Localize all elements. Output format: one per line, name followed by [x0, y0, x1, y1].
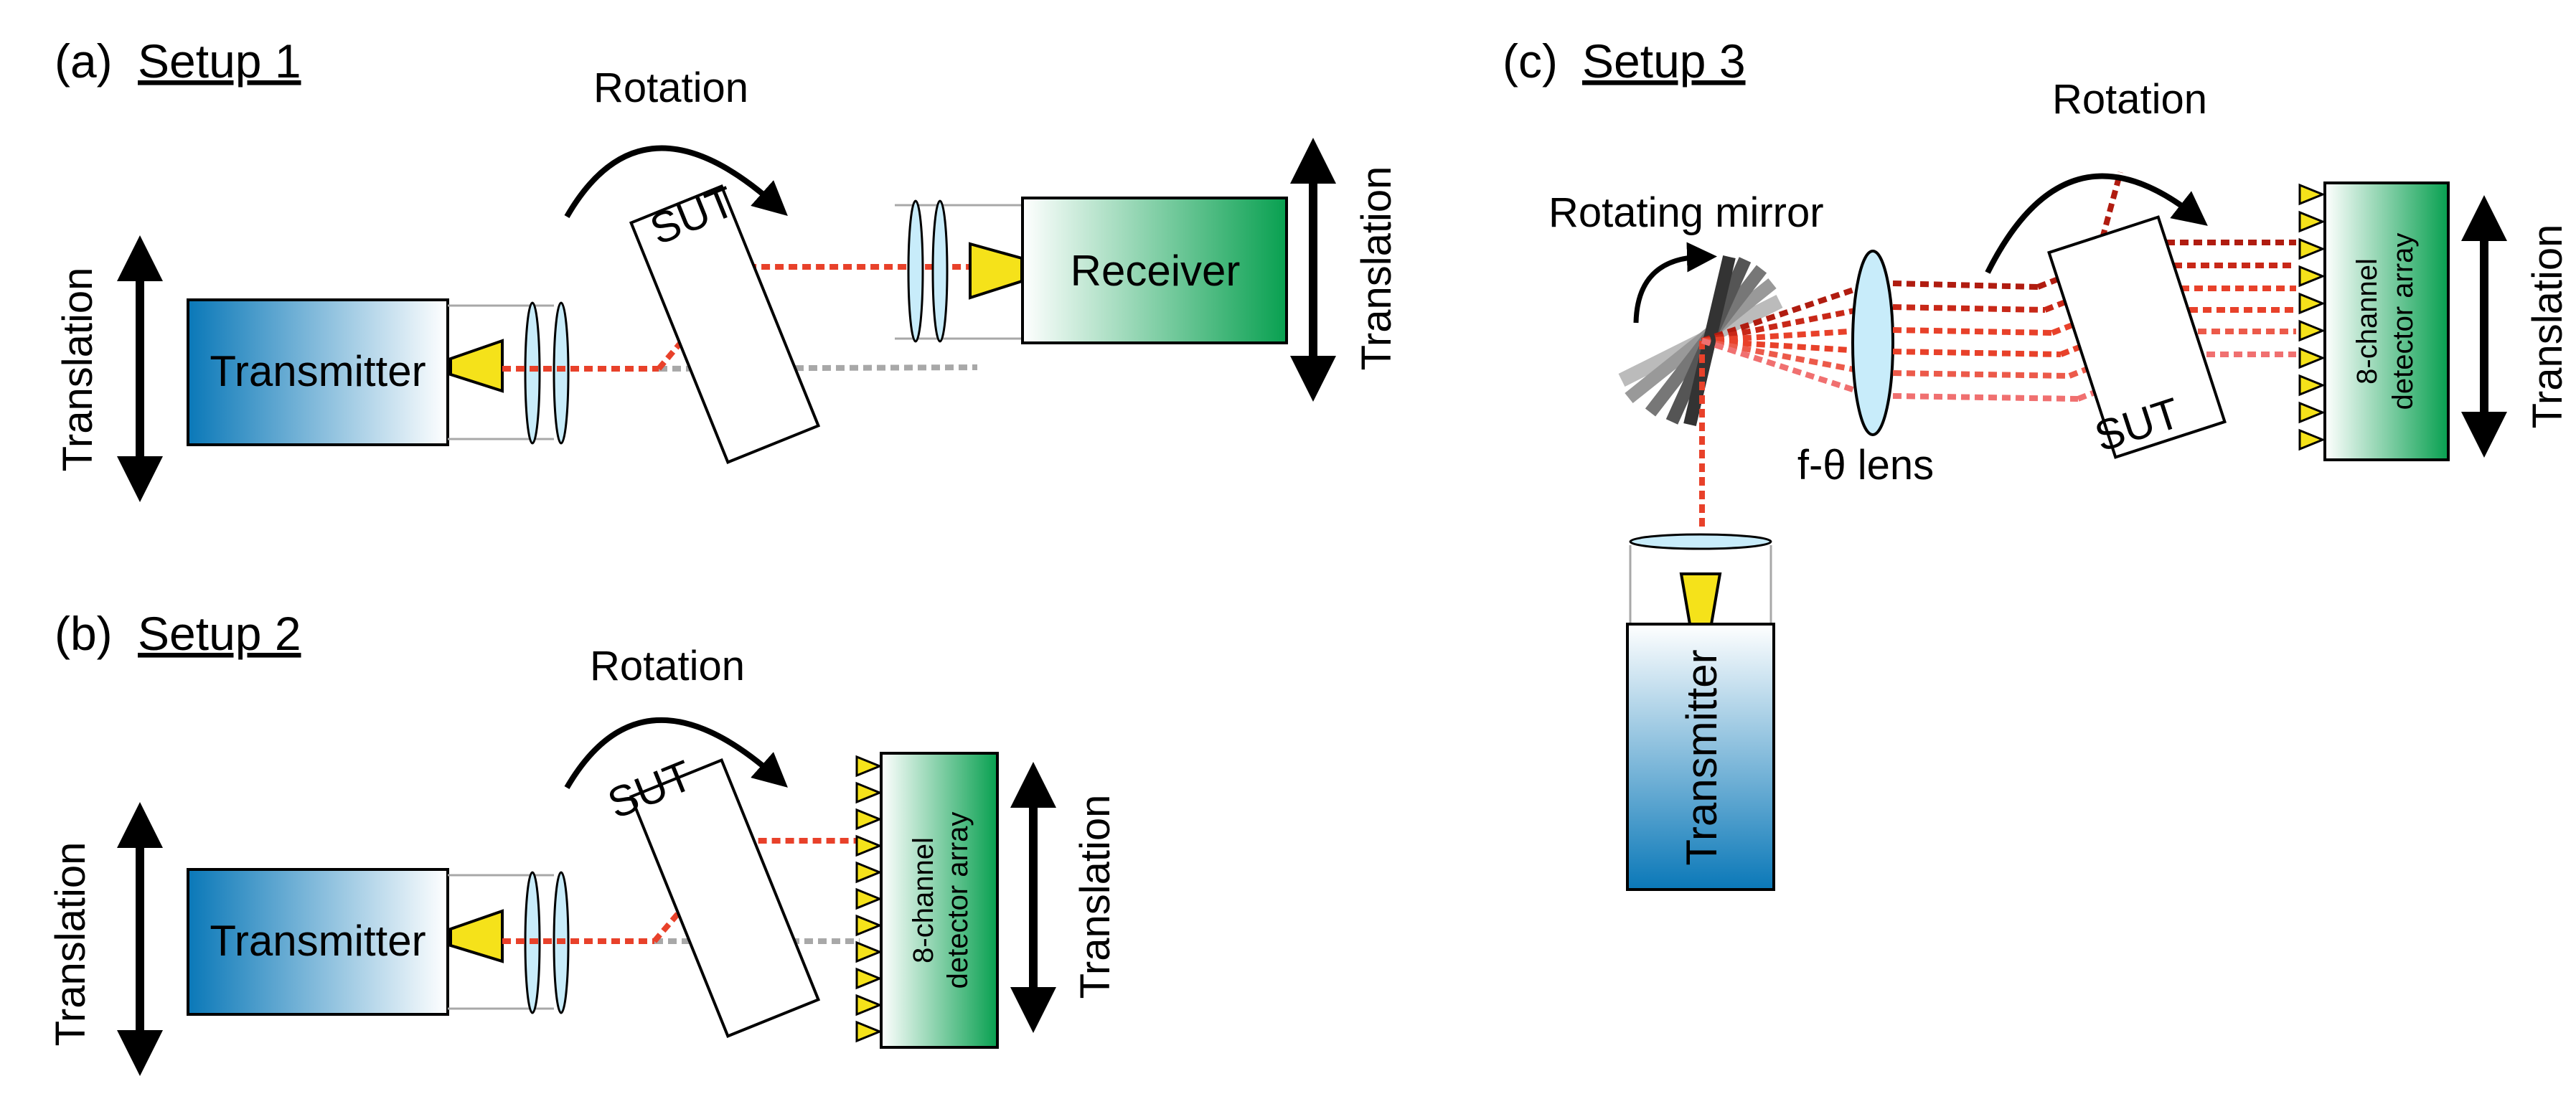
- detector-label-c-line2: detector array: [2387, 233, 2419, 410]
- sut-box-b: [629, 758, 821, 1038]
- lens-icon: [1629, 533, 1772, 550]
- double-arrow-icon: [117, 235, 163, 502]
- translation-label-b-right: Translation: [1072, 795, 1119, 999]
- lens-icon: [907, 199, 924, 343]
- double-arrow-icon: [2461, 195, 2507, 458]
- sut-box-c: [2047, 215, 2227, 459]
- detector-array-box-b: [880, 752, 999, 1049]
- sut-box-a: [629, 184, 821, 464]
- detector-array-box-c: [2323, 181, 2450, 461]
- transmitter-box-c: [1626, 623, 1775, 891]
- lens-icon: [553, 301, 570, 445]
- panel-a-letter: (a): [55, 34, 113, 88]
- translation-label-a-left: Translation: [55, 268, 101, 472]
- rotation-label-c: Rotation: [2052, 76, 2207, 123]
- transmitter-box-b: [187, 868, 449, 1016]
- detector-label-b-line2: detector array: [942, 812, 974, 989]
- panel-a-title: Setup 1: [138, 34, 301, 88]
- translation-label-b-left: Translation: [47, 842, 94, 1047]
- panel-b-letter: (b): [55, 607, 113, 660]
- panel-c-title: Setup 3: [1582, 34, 1746, 88]
- lens-icon: [524, 301, 541, 445]
- horn-antenna-icon: [1679, 572, 1722, 626]
- curved-rotation-arrow-icon: [1985, 173, 2208, 274]
- panel-c: (c) Setup 3 Rotating mirror f-θ lens: [1503, 34, 2571, 891]
- transmitter-label-a: Transmitter: [210, 347, 426, 395]
- f-theta-lens-label: f-θ lens: [1797, 442, 1934, 489]
- translation-label-c: Translation: [2524, 225, 2571, 429]
- rotating-mirror-label: Rotating mirror: [1548, 189, 1824, 236]
- detector-teeth-c: [2298, 183, 2326, 451]
- lens-icon: [1851, 250, 1894, 436]
- detector-teeth-b: [855, 755, 883, 1043]
- receiver-box: [1021, 197, 1288, 344]
- panel-c-letter: (c): [1503, 34, 1558, 88]
- panel-a: (a) Setup 1 Translation Transmitter SUT …: [55, 34, 1400, 502]
- rotation-label-b: Rotation: [590, 643, 745, 689]
- curved-rotation-arrow-icon: [564, 717, 788, 790]
- double-arrow-icon: [1010, 762, 1056, 1033]
- horn-antenna-icon: [449, 909, 504, 963]
- transmitter-label-c: Transmitter: [1678, 649, 1726, 865]
- detector-label-b-line1: 8-channel: [908, 837, 939, 963]
- detector-label-c-line1: 8-channel: [2351, 258, 2383, 385]
- double-arrow-icon: [117, 802, 163, 1076]
- panel-b-title: Setup 2: [138, 607, 301, 660]
- horn-antenna-icon: [449, 339, 504, 393]
- transmitter-box-a: [187, 298, 449, 446]
- translation-label-a-right: Translation: [1353, 166, 1400, 371]
- receiver-label: Receiver: [1071, 247, 1241, 295]
- curved-rotation-arrow-icon: [564, 145, 788, 219]
- curved-rotation-arrow-icon: [1633, 242, 1717, 324]
- double-arrow-icon: [1290, 138, 1336, 402]
- transmitter-label-b: Transmitter: [210, 917, 426, 965]
- horn-antenna-icon: [969, 242, 1023, 300]
- rotation-label-a: Rotation: [593, 65, 748, 111]
- panel-b: (b) Setup 2 Translation Transmitter SUT …: [47, 607, 1119, 1076]
- lens-icon: [931, 199, 949, 343]
